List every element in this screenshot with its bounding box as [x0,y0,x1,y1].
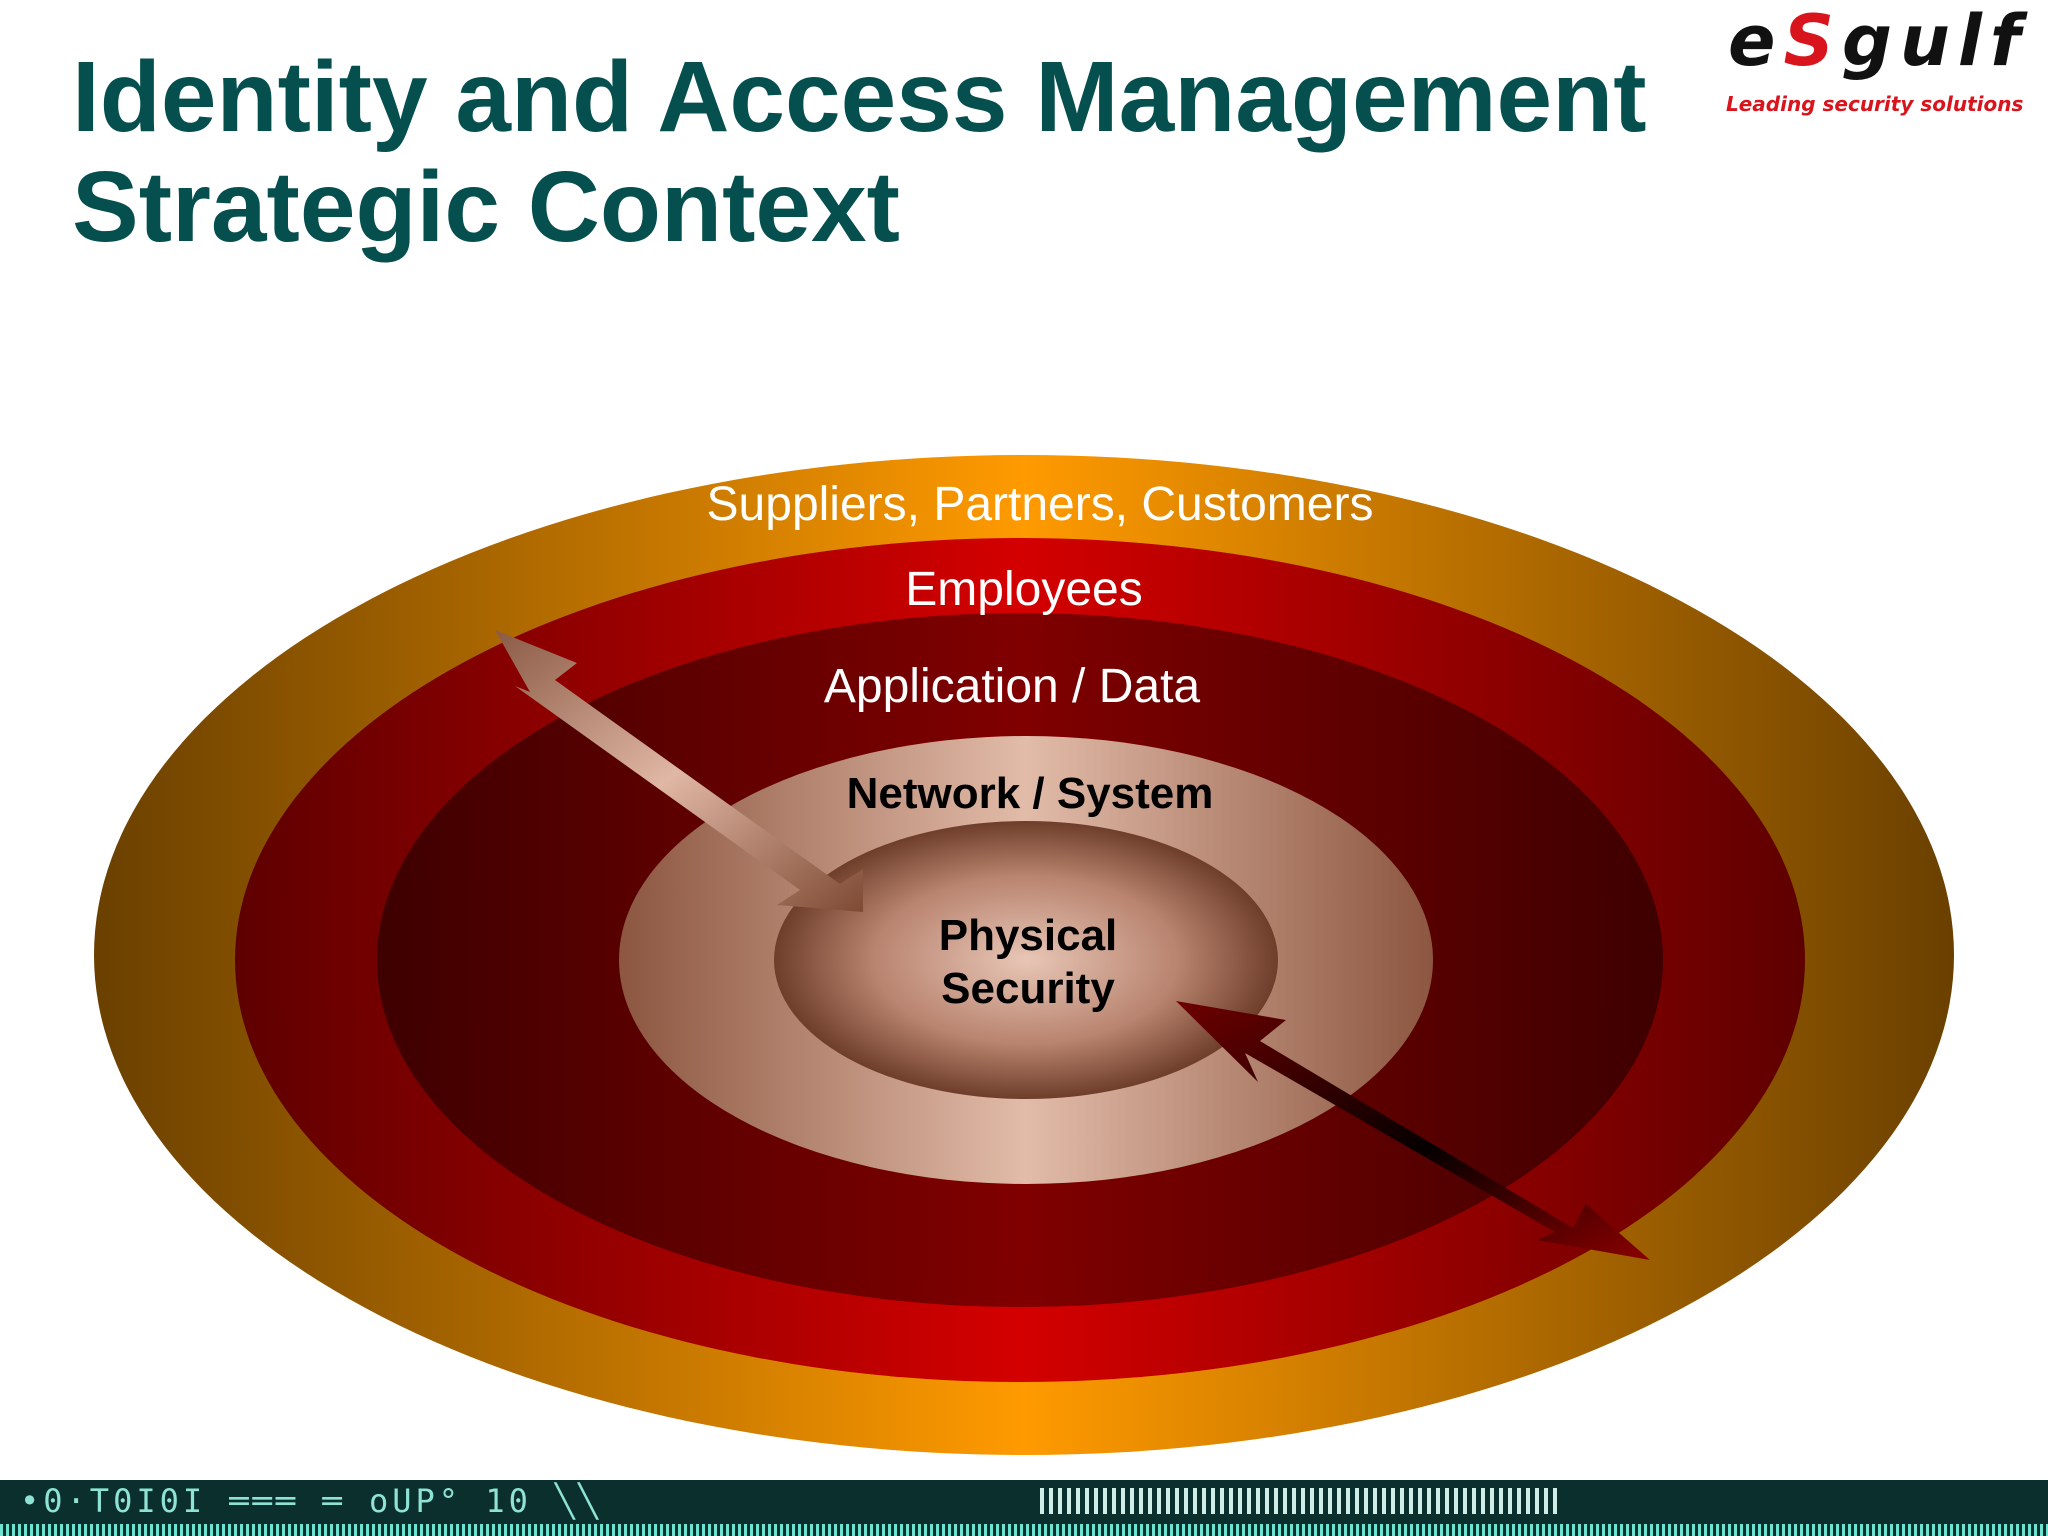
logo-tagline: Leading security solutions [1726,92,2024,116]
label-physical-security-line1: Physical [939,911,1118,960]
double-arrow-upper [495,630,863,912]
footer-decoration-text: •0·T0I0I ═══ ═ oUP° 10 ╲╲ [20,1482,602,1520]
logo-wordmark: eSgulf [1728,0,2029,82]
label-physical-security-line2: Security [941,964,1115,1013]
footer-stripe [0,1524,2048,1536]
layer-physical-security [774,821,1278,1099]
label-suppliers-partners-customers: Suppliers, Partners, Customers [707,478,1374,531]
footer-circuit-band: •0·T0I0I ═══ ═ oUP° 10 ╲╲ [0,1480,2048,1536]
slide-title: Identity and Access Management Strategic… [72,42,1647,262]
label-employees: Employees [905,563,1142,616]
title-line-2: Strategic Context [72,151,900,263]
title-line-1: Identity and Access Management [72,41,1647,153]
label-network-system: Network / System [847,769,1214,818]
double-arrow-lower [1176,1001,1650,1260]
footer-barcode-decoration [1040,1488,1560,1514]
esgulf-logo: eSgulf Leading security solutions [1722,0,2048,128]
label-application-data: Application / Data [824,660,1201,713]
